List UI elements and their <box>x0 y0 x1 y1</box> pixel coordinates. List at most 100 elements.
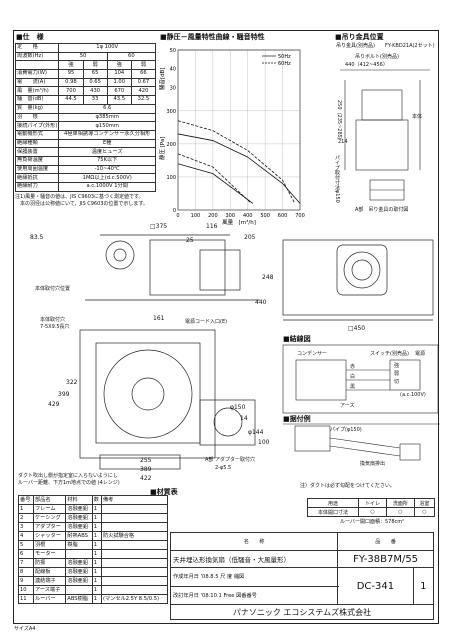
parts-cell: 1 <box>91 567 102 577</box>
dim-375: □375 <box>150 223 168 230</box>
dim-429: 429 <box>48 401 60 408</box>
parts-cell: 3 <box>18 522 34 532</box>
parts-cell: 5 <box>18 540 34 550</box>
parts-header-cell: 数 <box>91 495 102 505</box>
parts-cell <box>100 504 169 514</box>
hanger-dim-214: 214 <box>338 139 348 145</box>
parts-cell: 1 <box>91 576 102 586</box>
parts-cell <box>100 585 169 595</box>
chart-x-tick: 100 <box>191 213 201 219</box>
parts-cell: 1 <box>91 513 102 523</box>
wiring-off-label: 切 <box>394 379 400 385</box>
title-block: 名 称 品 番 天井埋込形換気扇（低騒音・大風量形） FY-38B7M/55 作… <box>169 531 435 620</box>
chart-x-tick: 700 <box>295 213 305 219</box>
dim-205: 205 <box>244 234 256 241</box>
spec-label: 絶縁耐力 <box>14 182 60 192</box>
parts-cell: モーター <box>32 549 67 559</box>
product-name: 天井埋込形換気扇（低騒音・大風量形） <box>169 550 339 569</box>
parts-header-cell: 備考 <box>100 495 169 505</box>
wiring-drawing <box>282 344 439 414</box>
mount-hole-label: 本体取付穴 <box>40 317 66 323</box>
install-note: 注）ダクトは必ず勾配をつけてください。 <box>300 483 395 489</box>
parts-cell: 羽根 <box>32 540 67 550</box>
install-pipe-label: パイプ(φ150) <box>330 427 362 433</box>
bottom-view <box>79 329 256 470</box>
dim-161: 161 <box>153 315 165 322</box>
chart-series-line <box>177 163 254 204</box>
parts-cell: ケーシング <box>32 513 67 523</box>
chart-y-label: 静圧 [Pa] <box>158 137 166 160</box>
wiring-ac-label: (a.c.100V) <box>400 392 426 398</box>
usage-header: 用途 <box>306 498 360 508</box>
parts-cell: 1 <box>91 540 102 550</box>
parts-cell: 8 <box>18 567 34 577</box>
dim-150: φ150 <box>230 404 246 411</box>
parts-cell <box>100 540 169 550</box>
parts-cell: 1 <box>91 594 102 604</box>
parts-cell <box>100 522 169 532</box>
install-outside-label: 換気扇排出 <box>360 461 386 467</box>
wiring-title: ■結線図 <box>283 335 311 343</box>
chart-y2-label: 騒音[dB] <box>158 67 166 90</box>
room-usage-table: 用途 トイレ 洗面所 浴室 本体開口寸法 ○ ○ ○ <box>306 498 436 517</box>
a-part-label: A部 <box>205 457 214 463</box>
parts-cell: 防振 <box>32 558 67 568</box>
parts-cell: 1 <box>91 531 102 541</box>
chart-y-tick: 200 <box>166 142 176 148</box>
spec-note-2: 本の羽径は公称値にいて，JIS C9603の位置で示します。 <box>15 201 148 207</box>
hanger-bracket-label: 吊り金具(別売品) <box>336 43 375 49</box>
parts-cell: アース端子 <box>32 585 67 595</box>
mount-hole-spec-label: 7-5X9.5長穴 <box>40 324 70 330</box>
parts-cell: 配線板 <box>32 567 67 577</box>
dim-450: □450 <box>348 325 366 332</box>
parts-cell <box>65 585 93 595</box>
dim-399: 399 <box>58 391 70 398</box>
duct-note-1: ダクト吹出し側が指定室に入らないようにし <box>18 473 118 479</box>
opening-washroom: ○ <box>385 507 415 517</box>
hanger-pipe-label: パイプ取付寸法φ150 <box>334 155 340 203</box>
parts-cell: 1 <box>91 585 102 595</box>
parts-cell: 1 <box>91 522 102 532</box>
usage-washroom: 洗面所 <box>385 498 415 508</box>
chart-x-tick: 200 <box>208 213 218 219</box>
dim-100: 100 <box>258 439 270 446</box>
parts-cell: シャッター <box>32 531 67 541</box>
parts-cell: 溶融亜鉛 <box>65 576 93 586</box>
chart-y-tick: 100 <box>166 175 176 181</box>
parts-cell: 10 <box>18 585 34 595</box>
spec-note-1: 注1)風量・騒音の値は、JIS C9603に基づく測定値です。 <box>15 194 144 200</box>
parts-header-cell: 部品名 <box>32 495 67 505</box>
name-header: 名 称 <box>169 531 339 552</box>
wiring-white-label: 白 <box>350 374 356 380</box>
dim-116: 116 <box>206 223 218 230</box>
parts-cell: 溶融亜鉛 <box>65 558 93 568</box>
parts-cell: 7 <box>18 558 34 568</box>
created-date: 作成年月日 '08.8.5 尺 度 縮図 <box>169 567 339 587</box>
hanger-bolt-label: 吊りボルト(別売品) <box>355 54 399 60</box>
dim-422: 422 <box>140 475 152 482</box>
usage-bathroom: 浴室 <box>413 498 436 508</box>
drawing-number: DC-341 <box>337 567 414 605</box>
parts-cell: ABS樹脂 <box>65 594 93 604</box>
parts-header-cell: 材料 <box>65 495 93 505</box>
dim-389: 389 <box>140 466 152 473</box>
chart-y-tick: 0 <box>173 208 176 214</box>
parts-cell <box>65 549 93 559</box>
parts-cell: ルーバー <box>32 594 67 604</box>
dim-835: 83.5 <box>30 234 44 241</box>
hanger-title: ■吊り金具位置 <box>335 33 384 41</box>
chart-series-line <box>177 120 296 204</box>
paper-size: サイズA4 <box>14 626 36 632</box>
dim-144: φ144 <box>248 429 264 436</box>
parts-cell <box>100 558 169 568</box>
chart-x-tick: 500 <box>260 213 270 219</box>
louver-area: ルーバー開口面積：578cm² <box>340 519 405 525</box>
